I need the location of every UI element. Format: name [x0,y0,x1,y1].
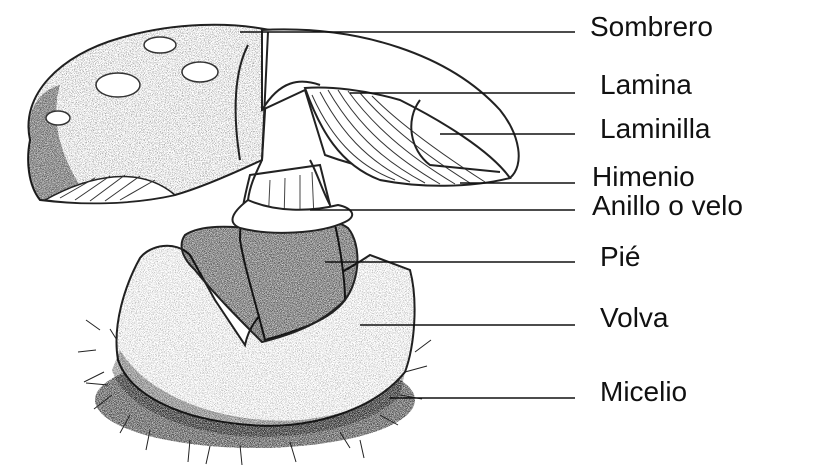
label-volva: Volva [600,302,669,333]
label-himenio: Himenio [592,161,695,192]
label-micelio: Micelio [600,376,687,407]
label-pie: Pié [600,241,640,272]
cap [28,25,270,204]
label-sombrero: Sombrero [590,11,713,42]
label-lamina: Lamina [600,69,692,100]
label-laminilla: Laminilla [600,113,711,144]
label-anillo-o-velo: Anillo o velo [592,190,743,221]
